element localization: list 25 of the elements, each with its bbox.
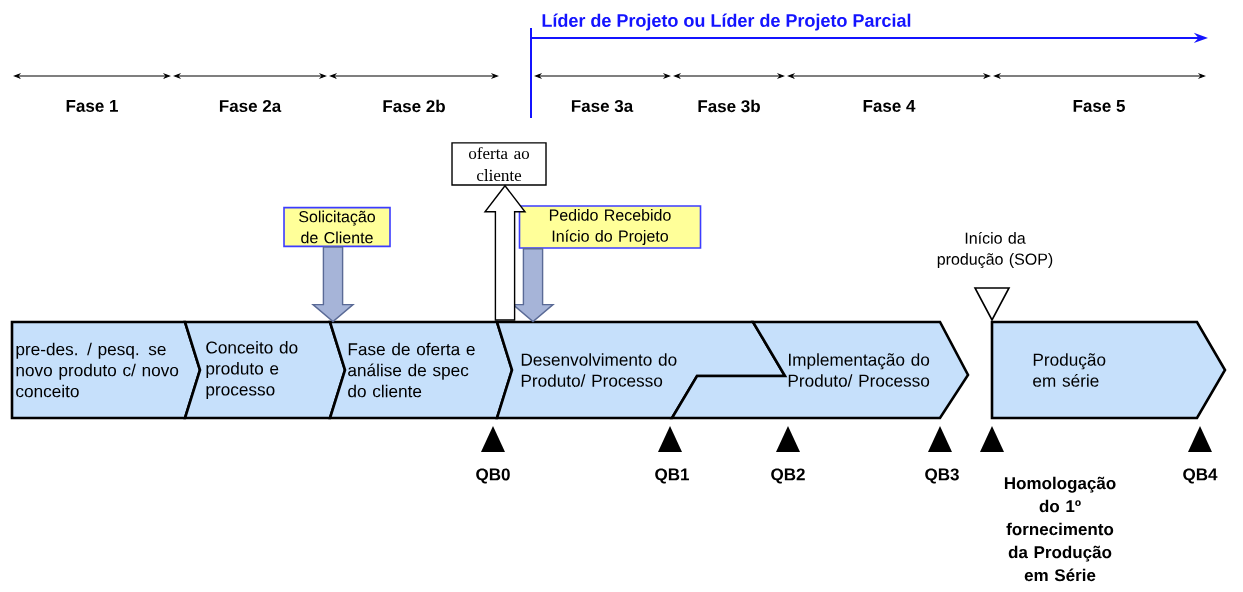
process-step: Conceito do produto e processo — [183, 320, 347, 420]
process-step: Fase de oferta e análise de spec do cliente — [328, 320, 514, 420]
block-arrow — [483, 184, 527, 321]
process-step: Desenvolvimento do Produto/ Processo — [495, 320, 788, 420]
phase-label: Fase 4 — [863, 100, 916, 112]
phase-label: Fase 3a — [571, 100, 634, 112]
gate-label: QB1 — [655, 468, 689, 484]
gate-label: QB4 — [1183, 468, 1218, 484]
gate-label: QB2 — [771, 468, 805, 484]
milestone-label: Homologação do 1º fornecimento da Produção em Série — [1004, 476, 1116, 582]
process-step: Produção em série — [990, 320, 1227, 420]
phase-label: Fase 2b — [383, 99, 445, 113]
phase-label: Fase 3b — [698, 99, 760, 113]
gate-label: QB0 — [476, 468, 510, 484]
process-step: pre-des. / pesq. se novo produto c/ novo conceito — [10, 320, 202, 420]
phase-label: Fase 2a — [219, 100, 282, 112]
phase-label: Fase 1 — [66, 100, 118, 112]
milestone-note: Solicitação de Cliente — [283, 206, 391, 248]
text-box: oferta ao cliente — [451, 142, 547, 186]
span-label: Líder de Projeto ou Líder de Projeto Parcial — [542, 13, 911, 31]
gate-label: QB3 — [925, 468, 959, 484]
phase-label: Fase 5 — [1073, 100, 1125, 112]
milestone-note: Pedido Recebido Início do Projeto — [518, 205, 702, 249]
milestone-label: Início da produção (SOP) — [937, 231, 1053, 269]
block-arrow — [311, 246, 355, 323]
